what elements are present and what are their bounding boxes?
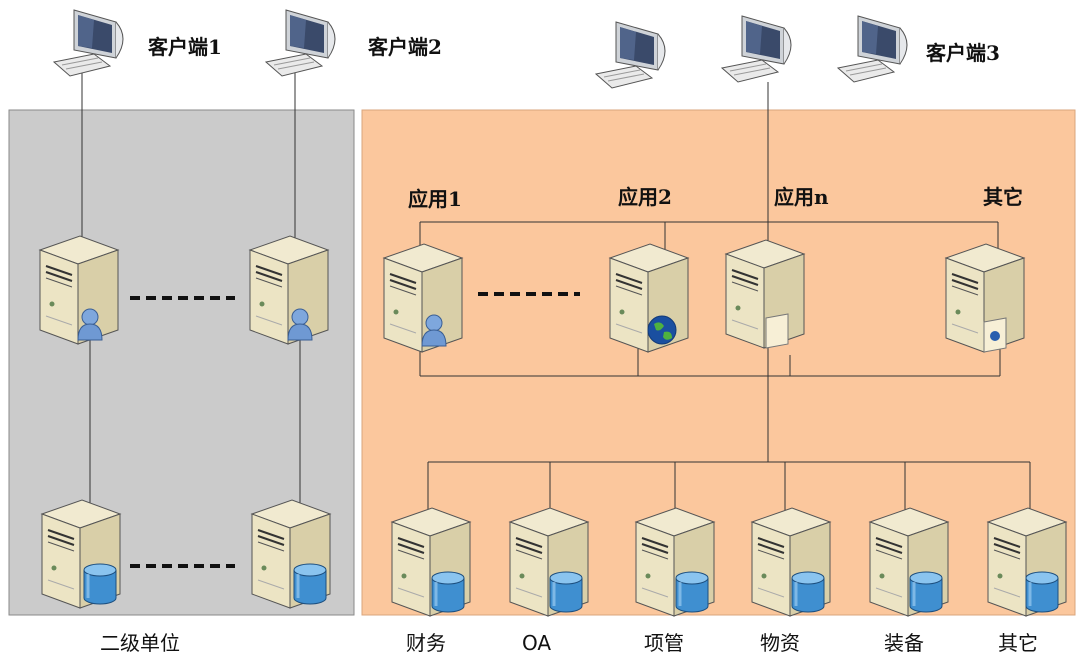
database-icon	[790, 570, 826, 614]
db-other-label: 其它	[998, 631, 1038, 655]
left-app-server-1	[39, 235, 119, 345]
db-server-oa	[509, 507, 589, 617]
desktop-computer-icon	[265, 9, 336, 77]
client-2-label: 客户端2	[367, 35, 442, 59]
database-icon	[430, 570, 466, 614]
db-finance-label: 财务	[406, 631, 446, 655]
client-3-label: 客户端3	[925, 41, 1000, 65]
app-server-other	[945, 243, 1025, 353]
app-server-2	[609, 243, 689, 353]
app-other-label: 其它	[983, 185, 1023, 209]
database-icon	[908, 570, 944, 614]
database-icon	[548, 570, 584, 614]
server-tower-icon	[249, 235, 329, 345]
desktop-computer-icon	[53, 9, 124, 77]
app-n-label: 应用n	[774, 185, 829, 209]
db-oa-label: OA	[522, 631, 551, 655]
db-materials-label: 物资	[760, 631, 800, 655]
document-icon	[765, 313, 789, 349]
db-project-label: 项管	[644, 631, 684, 655]
client-1-label: 客户端1	[147, 35, 222, 59]
client-3-group: 客户端3	[595, 15, 1000, 89]
app-1-label: 应用1	[408, 187, 462, 211]
globe-icon	[647, 315, 677, 345]
desktop-computer-icon	[837, 15, 908, 83]
database-icon	[82, 562, 118, 606]
db-equipment-label: 装备	[884, 631, 924, 655]
left-db-server-2	[251, 499, 331, 609]
server-tower-icon	[383, 243, 463, 353]
database-icon	[1024, 570, 1060, 614]
app-server-n	[725, 239, 805, 349]
db-server-materials	[751, 507, 831, 617]
db-server-equipment	[869, 507, 949, 617]
connection-lines	[81, 70, 1031, 512]
db-server-finance	[391, 507, 471, 617]
desktop-computer-icon	[721, 15, 792, 83]
desktop-computer-icon	[595, 21, 666, 89]
client-1: 客户端1	[53, 9, 222, 77]
db-server-project	[635, 507, 715, 617]
left-app-server-2	[249, 235, 329, 345]
app-server-1	[383, 243, 463, 353]
headquarters-region	[361, 109, 1076, 616]
left-db-server-1	[41, 499, 121, 609]
app-2-label: 应用2	[618, 185, 672, 209]
globe-icon	[990, 331, 1000, 341]
database-icon	[292, 562, 328, 606]
database-icon	[674, 570, 710, 614]
secondary-unit-label: 二级单位	[100, 631, 180, 655]
server-tower-icon	[725, 239, 805, 349]
server-tower-icon	[39, 235, 119, 345]
db-server-other	[987, 507, 1067, 617]
client-2: 客户端2	[265, 9, 442, 77]
